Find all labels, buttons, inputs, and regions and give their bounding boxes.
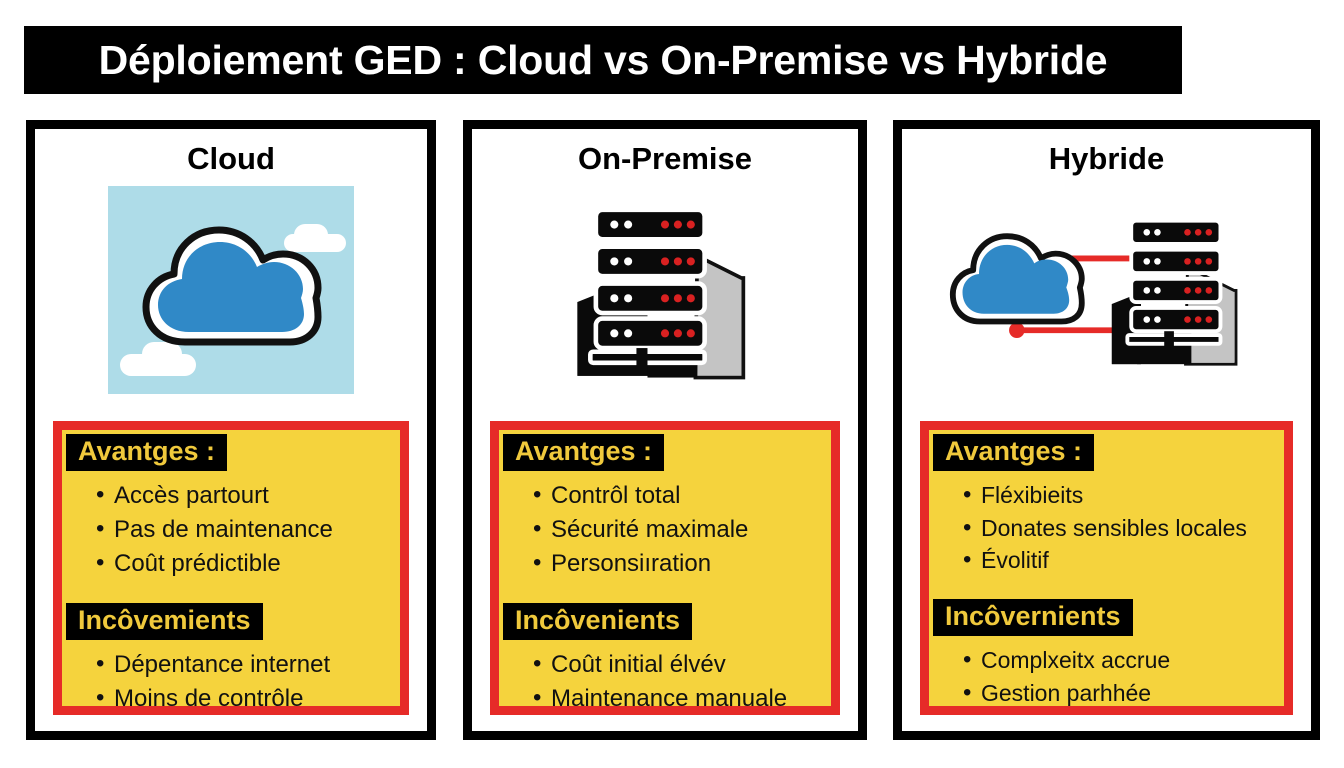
advantages-header-hybride: Avantges : [933,434,1095,472]
list-item: Pas de maintenance [94,512,390,547]
mini-cloud-icon [142,341,182,366]
drawbacks-list-onpremise: Coût initial élvév Maintenance manuale [517,647,827,716]
list-item: Personsiıration [531,546,821,581]
drawbacks-list-cloud: Dépentance internet Moins de contrôle [80,647,396,716]
list-item: Coût initial élvév [531,647,821,682]
card-hybride: Hybride [893,120,1320,740]
list-item: Accès partourt [94,478,390,513]
drawbacks-header-hybride: Incôvernients [933,599,1133,637]
drawbacks-header-cloud: Incôvemients [66,603,263,641]
list-item: Coût prédictible [94,546,390,581]
cloud-icon [108,185,354,394]
cloud-shape-icon [142,226,322,346]
advantages-list-hybride: Fléxibieits Donates sensibles locales Év… [947,478,1280,577]
list-item: Sécurité maximale [531,512,821,547]
page-title: Déploiement GED : Cloud vs On-Premise vs… [98,36,1108,83]
card-title-hybride: Hybride [1048,141,1165,176]
card-cloud: Cloud Avantges : Accès partourt [26,120,436,740]
list-item: Moins de contrôle [94,681,390,716]
info-panel-cloud: Avantges : Accès partourt Pas de mainten… [53,421,409,716]
list-item: Donates sensibles locales [961,511,1274,545]
card-title-onpremise: On-Premise [577,141,752,176]
advantages-header-cloud: Avantges : [66,434,228,472]
drawbacks-list-hybride: Complxeitx accrue Gestion parhhée [947,643,1280,710]
list-item: Maintenance manuale [531,681,821,716]
server-rack-icon [577,207,746,379]
mini-cloud-icon [294,223,328,246]
icon-zone-hybride [902,176,1311,404]
title-banner: Déploiement GED : Cloud vs On-Premise vs… [24,26,1182,94]
list-item: Fléxibieits [961,478,1274,512]
list-item: Complxeitx accrue [961,643,1274,677]
info-panel-hybride: Avantges : Fléxibieits Donates sensibles… [920,421,1293,715]
hybrid-cloud-server-icon [949,218,1237,366]
list-item: Contrôl total [531,478,821,513]
drawbacks-header-onpremise: Incôvenients [503,603,693,641]
icon-zone-cloud [35,176,427,404]
advantages-list-onpremise: Contrôl total Sécurité maximale Personsi… [517,478,827,581]
card-title-cloud: Cloud [187,141,275,176]
cloud-shape-icon [949,233,1085,325]
card-onpremise: On-Premise [463,120,867,740]
list-item: Dépentance internet [94,647,390,682]
info-panel-onpremise: Avantges : Contrôl total Sécurité maxima… [490,421,840,716]
list-item: Évolitif [961,543,1274,577]
advantages-header-onpremise: Avantges : [503,434,665,472]
icon-zone-onpremise [472,176,858,404]
advantages-list-cloud: Accès partourt Pas de maintenance Coût p… [80,478,396,581]
list-item: Gestion parhhée [961,676,1274,710]
